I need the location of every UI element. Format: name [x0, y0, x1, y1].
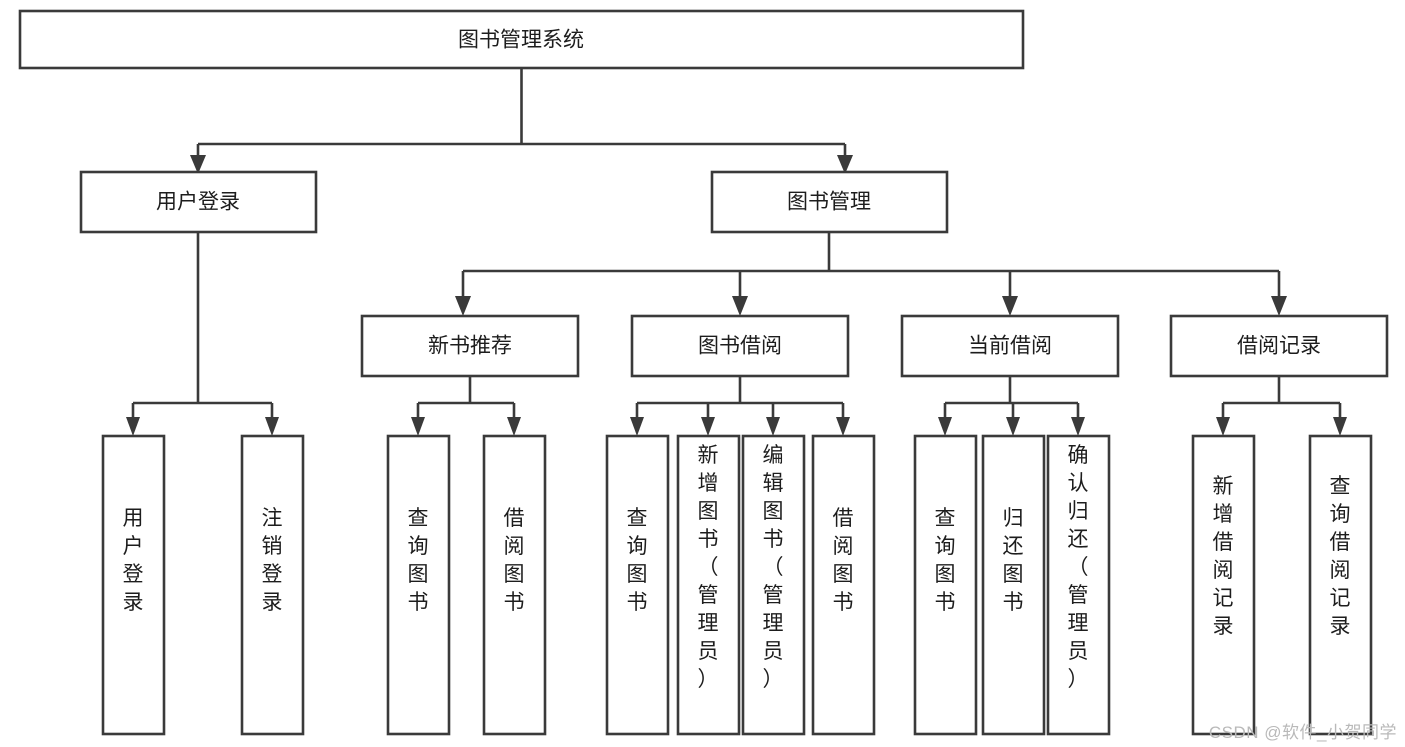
- node-leaf-current-return-box[interactable]: [981, 434, 1046, 736]
- node-root[interactable]: 图书管理系统: [18, 9, 1025, 70]
- node-leaf-record-add[interactable]: 新增借阅记录: [1191, 434, 1256, 736]
- node-borrow-box[interactable]: [630, 314, 850, 378]
- node-leaf-user-login[interactable]: 用户登录: [101, 434, 166, 736]
- node-leaf-borrow-edit[interactable]: 编辑图书（管理员）: [741, 434, 806, 736]
- connector-group-records: [1216, 376, 1347, 436]
- arrow-head-leaf-borrow-edit: [766, 417, 780, 436]
- node-leaf-user-login-box[interactable]: [101, 434, 166, 736]
- arrow-head-current: [1002, 296, 1018, 316]
- connector-group-current: [938, 376, 1085, 436]
- node-records-box[interactable]: [1169, 314, 1389, 378]
- node-leaf-borrow-take[interactable]: 借阅图书: [811, 434, 876, 736]
- arrow-head-leaf-user-login: [126, 417, 140, 436]
- node-leaf-record-query[interactable]: 查询借阅记录: [1308, 434, 1373, 736]
- node-borrow-label: 图书借阅: [698, 335, 782, 358]
- arrow-head-leaf-current-return: [1006, 417, 1020, 436]
- node-records[interactable]: 借阅记录: [1169, 314, 1389, 378]
- node-leaf-borrow-query[interactable]: 查询图书: [605, 434, 670, 736]
- node-bookmgmt[interactable]: 图书管理: [710, 170, 949, 234]
- connector-group-borrow: [630, 376, 850, 436]
- node-leaf-new-borrow-box[interactable]: [482, 434, 547, 736]
- arrow-head-login: [190, 155, 206, 174]
- node-leaf-borrow-query-label: 查询图书: [627, 507, 648, 614]
- arrow-head-leaf-borrow-query: [630, 417, 644, 436]
- node-newbook-label: 新书推荐: [428, 335, 512, 358]
- node-leaf-borrow-query-box[interactable]: [605, 434, 670, 736]
- arrow-head-leaf-user-logout: [265, 417, 279, 436]
- node-leaf-record-add-label: 新增借阅记录: [1213, 475, 1234, 638]
- node-leaf-current-return[interactable]: 归还图书: [981, 434, 1046, 736]
- node-login-label: 用户登录: [156, 191, 240, 214]
- node-leaf-new-borrow[interactable]: 借阅图书: [482, 434, 547, 736]
- node-leaf-current-confirm-label: 确认归还（管理员）: [1068, 444, 1089, 691]
- arrow-head-leaf-new-query: [411, 417, 425, 436]
- node-leaf-record-query-label: 查询借阅记录: [1330, 475, 1351, 638]
- node-leaf-borrow-take-box[interactable]: [811, 434, 876, 736]
- node-leaf-new-query[interactable]: 查询图书: [386, 434, 451, 736]
- node-leaf-new-query-label: 查询图书: [408, 507, 429, 614]
- node-login[interactable]: 用户登录: [79, 170, 318, 234]
- connector-group-newbook: [411, 376, 521, 436]
- arrow-head-bookmgmt: [837, 155, 853, 174]
- node-leaf-user-logout-label: 注销登录: [262, 507, 283, 614]
- node-leaf-new-borrow-label: 借阅图书: [504, 507, 525, 614]
- arrow-head-newbook: [455, 296, 471, 316]
- arrow-head-records: [1271, 296, 1287, 316]
- node-leaf-record-add-box[interactable]: [1191, 434, 1256, 736]
- arrow-head-leaf-borrow-add: [701, 417, 715, 436]
- node-root-label: 图书管理系统: [458, 29, 584, 52]
- node-leaf-user-logout-box[interactable]: [240, 434, 305, 736]
- arrow-head-leaf-record-query: [1333, 417, 1347, 436]
- node-records-label: 借阅记录: [1237, 335, 1321, 358]
- node-newbook-box[interactable]: [360, 314, 580, 378]
- node-root-box[interactable]: [18, 9, 1025, 70]
- node-leaf-user-logout[interactable]: 注销登录: [240, 434, 305, 736]
- connector-group-bookmgmt: [455, 233, 1287, 316]
- node-leaf-record-query-box[interactable]: [1308, 434, 1373, 736]
- node-leaf-borrow-edit-box[interactable]: [741, 434, 806, 736]
- node-leaf-current-query[interactable]: 查询图书: [913, 434, 978, 736]
- node-current[interactable]: 当前借阅: [900, 314, 1120, 378]
- node-leaf-current-return-label: 归还图书: [1003, 507, 1024, 614]
- connector-group-login: [126, 233, 279, 436]
- node-leaf-borrow-edit-label: 编辑图书（管理员）: [763, 444, 784, 691]
- arrow-head-leaf-borrow-take: [836, 417, 850, 436]
- node-leaf-user-login-label: 用户登录: [123, 507, 144, 614]
- node-leaf-new-query-box[interactable]: [386, 434, 451, 736]
- csdn-watermark: CSDN @软件_小贺同学: [1208, 723, 1397, 742]
- node-leaf-current-confirm-box[interactable]: [1046, 434, 1111, 736]
- arrow-head-borrow: [732, 296, 748, 316]
- node-newbook[interactable]: 新书推荐: [360, 314, 580, 378]
- node-current-box[interactable]: [900, 314, 1120, 378]
- node-leaf-current-query-box[interactable]: [913, 434, 978, 736]
- node-leaf-current-confirm[interactable]: 确认归还（管理员）: [1046, 434, 1111, 736]
- connector-group-root: [190, 68, 853, 174]
- node-current-label: 当前借阅: [968, 335, 1052, 358]
- node-leaf-borrow-add-label: 新增图书（管理员）: [698, 444, 719, 691]
- node-borrow[interactable]: 图书借阅: [630, 314, 850, 378]
- node-leaf-borrow-add-box[interactable]: [676, 434, 741, 736]
- node-login-box[interactable]: [79, 170, 318, 234]
- node-bookmgmt-box[interactable]: [710, 170, 949, 234]
- arrow-head-leaf-new-borrow: [507, 417, 521, 436]
- arrow-head-leaf-current-confirm: [1071, 417, 1085, 436]
- node-leaf-borrow-add[interactable]: 新增图书（管理员）: [676, 434, 741, 736]
- node-bookmgmt-label: 图书管理: [787, 191, 871, 214]
- arrow-head-leaf-record-add: [1216, 417, 1230, 436]
- node-leaf-current-query-label: 查询图书: [935, 507, 956, 614]
- arrow-head-leaf-current-query: [938, 417, 952, 436]
- node-leaf-borrow-take-label: 借阅图书: [833, 507, 854, 614]
